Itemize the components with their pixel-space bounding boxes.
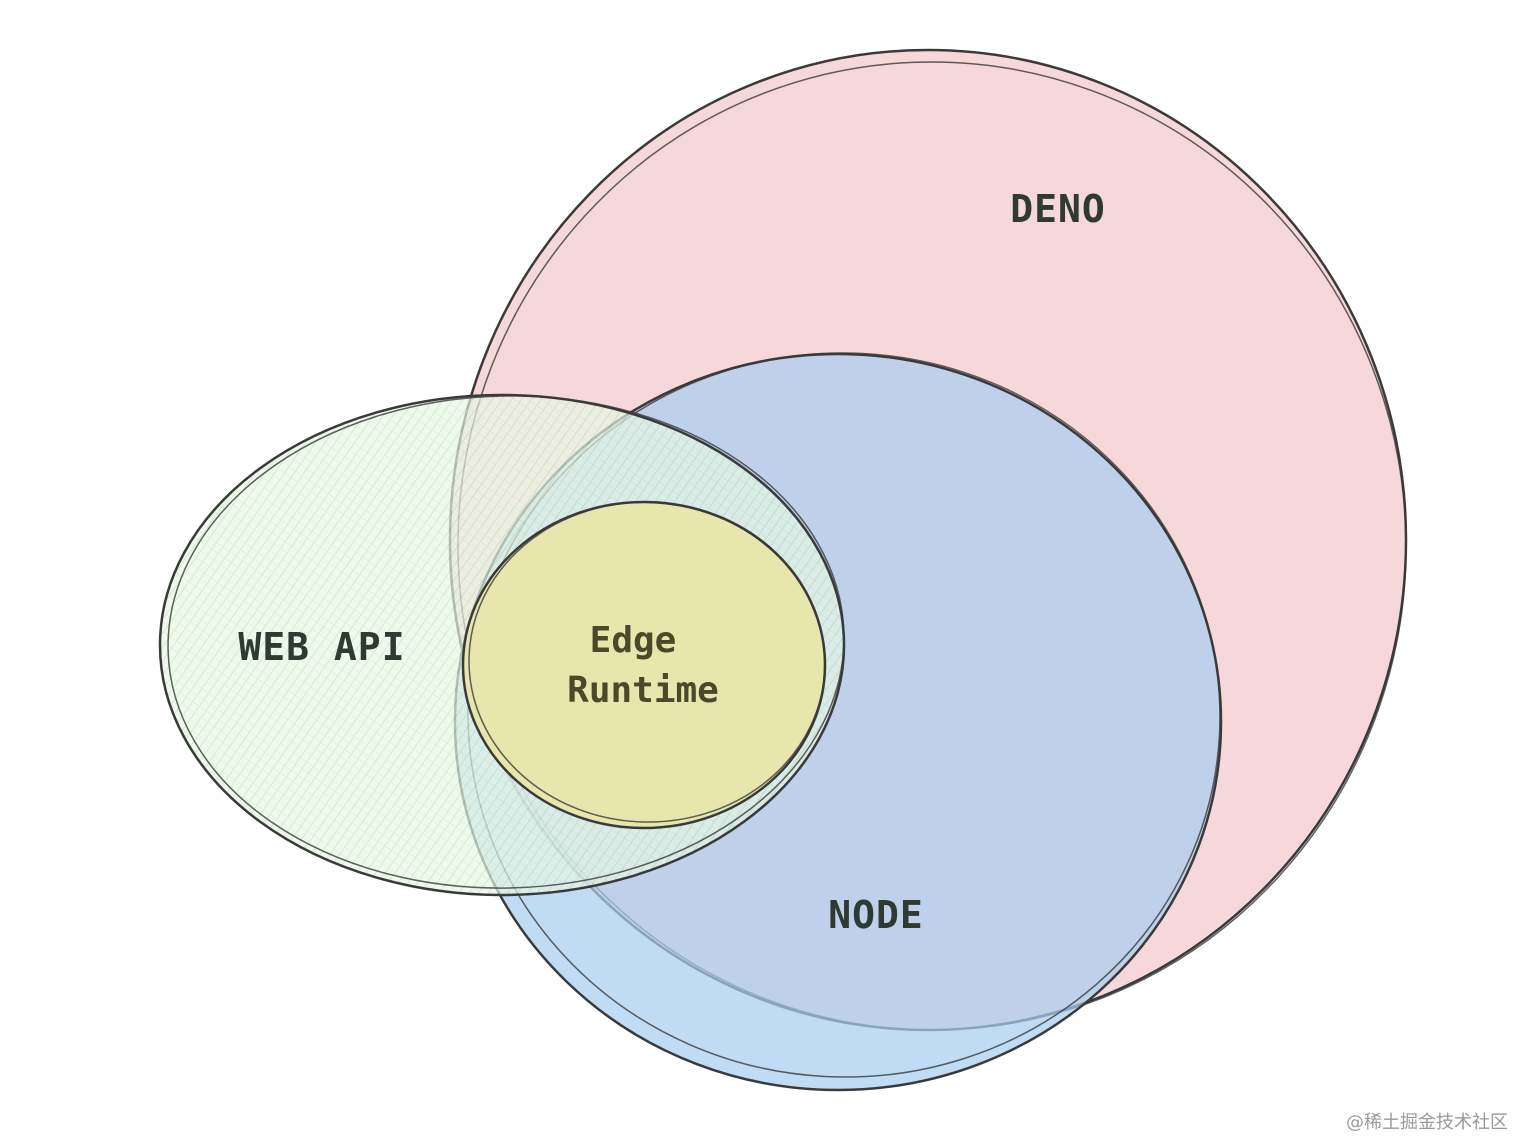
edge-label-line2: Runtime <box>567 670 719 711</box>
edge-ellipse <box>463 502 825 828</box>
deno-label: DENO <box>1010 187 1106 231</box>
node-label: NODE <box>828 893 924 937</box>
edge-label-line1: Edge <box>590 620 677 661</box>
webapi-label: WEB API <box>238 625 405 669</box>
edge-set <box>461 500 827 830</box>
watermark: @稀土掘金技术社区 <box>1346 1112 1508 1133</box>
